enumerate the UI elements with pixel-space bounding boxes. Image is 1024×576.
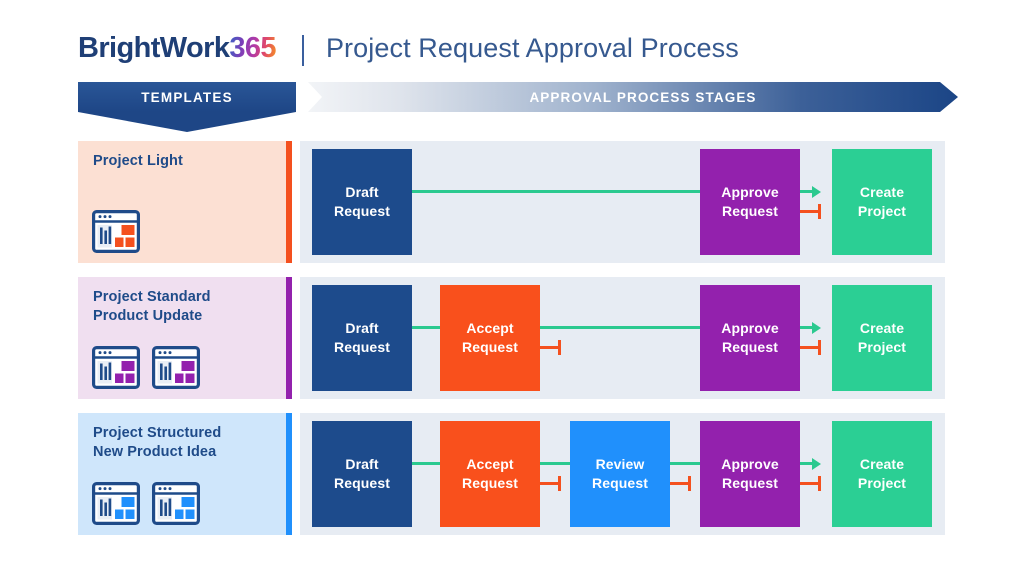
- connector-stop-bar-icon: [558, 339, 561, 355]
- stage-box-label: Request: [592, 475, 648, 491]
- stage-box-label: Request: [334, 203, 390, 219]
- template-dashboard-icon: [92, 210, 140, 253]
- connector-line: [412, 462, 440, 465]
- connector-line: [800, 190, 813, 193]
- connector-arrow-icon: [812, 321, 821, 334]
- connector-stop-line: [540, 346, 558, 349]
- connector-stop-bar-icon: [558, 475, 561, 491]
- stages-banner-label: APPROVAL PROCESS STAGES: [529, 89, 757, 105]
- stage-box-label: Request: [722, 203, 778, 219]
- connector-arrow-icon: [812, 457, 821, 470]
- template-dashboard-icon: [92, 346, 140, 389]
- stage-box-label: Request: [462, 339, 518, 355]
- templates-banner-pointer: [78, 112, 296, 132]
- stage-box-label: Draft: [345, 455, 379, 472]
- connector-stop-line: [800, 482, 818, 485]
- template-dashboard-icon: [152, 346, 200, 389]
- stage-box-label: Draft: [345, 319, 379, 336]
- connector-line: [800, 462, 813, 465]
- stage-box-label: Create: [859, 455, 905, 472]
- stage-box-label: Project: [857, 339, 907, 355]
- template-accent-bar: [286, 141, 292, 263]
- logo-365-text: 365: [229, 31, 276, 64]
- connector-line: [540, 326, 700, 329]
- banner-row: TEMPLATES APPROVAL PROCESS STAGES: [0, 82, 1024, 132]
- templates-banner: TEMPLATES: [78, 82, 296, 112]
- template-icon-group: [92, 210, 140, 253]
- connector-stop-bar-icon: [818, 475, 821, 491]
- stage-box-label: Request: [334, 339, 390, 355]
- stage-box-label: Approve: [721, 183, 779, 200]
- template-panel[interactable]: Project Light: [78, 141, 292, 263]
- approval-process-stages-banner: APPROVAL PROCESS STAGES: [308, 82, 958, 112]
- template-name: Project Light: [93, 153, 183, 169]
- stage-box-label: Request: [462, 475, 518, 491]
- stage-box-label: Create: [859, 183, 905, 200]
- connector-stop-line: [800, 210, 818, 213]
- stage-box-label: Approve: [721, 319, 779, 336]
- connector-stop-bar-icon: [818, 339, 821, 355]
- template-dashboard-icon: [92, 482, 140, 525]
- stage-box-label: Project: [857, 203, 907, 219]
- stage-box-label: Accept: [466, 455, 514, 472]
- connector-line: [670, 462, 700, 465]
- connector-line: [412, 326, 440, 329]
- stage-box-label: Request: [722, 475, 778, 491]
- template-icon-group: [92, 482, 200, 525]
- connector-line: [800, 326, 813, 329]
- stage-box-label: Request: [722, 339, 778, 355]
- stage-box-label: Approve: [721, 455, 779, 472]
- stage-box-label: Request: [334, 475, 390, 491]
- template-accent-bar: [286, 277, 292, 399]
- connector-line: [540, 462, 570, 465]
- stage-box-label: Review: [595, 455, 645, 472]
- stage-box-label: Draft: [345, 183, 379, 200]
- connector-stop-line: [800, 346, 818, 349]
- connector-stop-bar-icon: [688, 475, 691, 491]
- template-icon-group: [92, 346, 200, 389]
- logo-brightwork-text: BrightWork: [78, 31, 230, 64]
- page-title: Project Request Approval Process: [325, 32, 739, 63]
- template-dashboard-icon: [152, 482, 200, 525]
- connector-stop-line: [670, 482, 688, 485]
- stage-box-label: Accept: [466, 319, 514, 336]
- template-accent-bar: [286, 413, 292, 535]
- connector-stop-bar-icon: [818, 203, 821, 219]
- connector-stop-line: [540, 482, 558, 485]
- connector-line: [412, 190, 700, 193]
- connector-arrow-icon: [812, 185, 821, 198]
- templates-banner-label: TEMPLATES: [141, 89, 233, 105]
- header-divider: [301, 34, 304, 66]
- stage-box-label: Create: [859, 319, 905, 336]
- stage-box-label: Project: [857, 475, 907, 491]
